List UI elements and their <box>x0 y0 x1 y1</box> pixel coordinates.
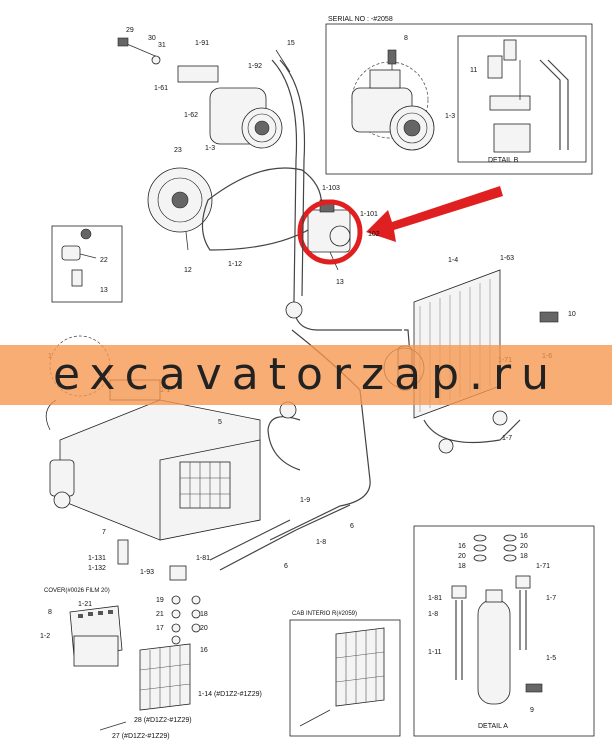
part-label-13: 13 <box>336 279 344 286</box>
part-label-29: 29 <box>126 27 134 34</box>
pulley <box>147 167 213 251</box>
part-label-27: 27 (#D1Z2-#1Z29) <box>112 733 170 740</box>
part-label-1-61: 1-61 <box>154 85 168 92</box>
detail-a-label-16: 16 <box>458 543 466 550</box>
watermark-text: excavatorzap.ru <box>53 349 559 400</box>
part-label-16: 16 <box>200 647 208 654</box>
part-label-1-92: 1-92 <box>248 63 262 70</box>
part-label-1-12: 1-12 <box>228 261 242 268</box>
part-label-1-3: 1-3 <box>205 145 215 152</box>
part-label-1-4: 1-4 <box>448 257 458 264</box>
detail-a-label-16b: 16 <box>520 533 528 540</box>
detail-a-label-1-5: 1-5 <box>546 655 556 662</box>
part-label-6-lower: 6 <box>284 563 288 570</box>
detail-a-label-1-81: 1-81 <box>428 595 442 602</box>
detail-a-label: DETAIL A <box>478 723 508 730</box>
part-label-21: 21 <box>156 611 164 618</box>
detail-a-label-18b: 18 <box>520 553 528 560</box>
part-label-1-21: 1-21 <box>78 601 92 608</box>
part-label-1-93: 1-93 <box>140 569 154 576</box>
watermark-banner <box>0 345 612 405</box>
detail-a-label-20: 20 <box>458 553 466 560</box>
part-label-15: 15 <box>287 40 295 47</box>
part-label-6: 6 <box>350 523 354 530</box>
part-label-1-14: 1-14 (#D1Z2-#1Z29) <box>198 691 262 698</box>
part-label-23: 23 <box>174 147 182 154</box>
detail-a-label-20b: 20 <box>520 543 528 550</box>
cover-label: COVER(#0026 FILM 20) <box>44 588 110 594</box>
highlight-circle <box>297 199 363 265</box>
part-label-1-7: 1-7 <box>502 435 512 442</box>
part-label-18: 18 <box>200 611 208 618</box>
detail-a-label-9: 9 <box>530 707 534 714</box>
highlight-arrow <box>366 186 503 242</box>
part-label-22: 22 <box>100 257 108 264</box>
part-label-1-103: 1-103 <box>322 185 340 192</box>
part-label-30: 30 <box>148 35 156 42</box>
detail-a-label-1-7: 1-7 <box>546 595 556 602</box>
hvac-unit <box>45 335 261 541</box>
compressor-detail-drawing <box>351 49 435 151</box>
bracket-inset <box>51 225 123 303</box>
serial-detail-box: SERIAL NO : -#2058 DETAIL B 8 1-3 11 <box>325 16 593 175</box>
part-label-8: 8 <box>48 609 52 616</box>
part-label-1-131: 1-131 <box>88 555 106 562</box>
part-label-1-2: 1-2 <box>40 633 50 640</box>
part-label-19: 19 <box>156 597 164 604</box>
small-parts-stack <box>171 595 201 645</box>
compressor-assembly <box>117 37 291 149</box>
part-label-b1-3: 1-3 <box>445 113 455 120</box>
part-label-1-62: 1-62 <box>184 112 198 119</box>
part-label-10: 10 <box>568 311 576 318</box>
part-label-31: 31 <box>158 42 166 49</box>
part-label-1-63: 1-63 <box>500 255 514 262</box>
detail-b-drawing <box>487 39 569 153</box>
part-label-13-inset: 13 <box>100 287 108 294</box>
part-label-102: 102 <box>368 231 380 238</box>
part-label-28: 28 (#D1Z2-#1Z29) <box>134 717 192 724</box>
part-label-1-8: 1-8 <box>316 539 326 546</box>
part-label-b11: 11 <box>470 67 477 74</box>
part-label-b8: 8 <box>404 35 408 42</box>
detail-a-box: DETAIL A <box>413 525 595 737</box>
part-label-1-132: 1-132 <box>88 565 106 572</box>
part-label-7: 7 <box>102 529 106 536</box>
part-label-1-9: 1-9 <box>300 497 310 504</box>
detail-a-label-1-8: 1-8 <box>428 611 438 618</box>
cab-interior-box: CAB INTERIO R(#2059) <box>289 611 401 737</box>
serial-no-label: SERIAL NO : -#2058 <box>328 16 393 23</box>
air-filter <box>139 643 191 711</box>
part-label-20: 20 <box>200 625 208 632</box>
control-panel: COVER(#0026 FILM 20) <box>44 588 123 667</box>
part-label-1-81: 1-81 <box>196 555 210 562</box>
part-label-5: 5 <box>218 419 222 426</box>
part-label-12: 12 <box>184 267 192 274</box>
detail-b-label: DETAIL B <box>488 157 519 164</box>
part-label-1-91: 1-91 <box>195 40 209 47</box>
detail-a-label-18: 18 <box>458 563 466 570</box>
part-label-1-101: 1-101 <box>360 211 378 218</box>
detail-a-label-1-71: 1-71 <box>536 563 550 570</box>
refrigerant-pipes <box>209 59 521 571</box>
part-label-17: 17 <box>156 625 164 632</box>
cab-interior-label: CAB INTERIO R(#2059) <box>292 611 357 617</box>
detail-a-label-1-11: 1-11 <box>428 649 442 656</box>
